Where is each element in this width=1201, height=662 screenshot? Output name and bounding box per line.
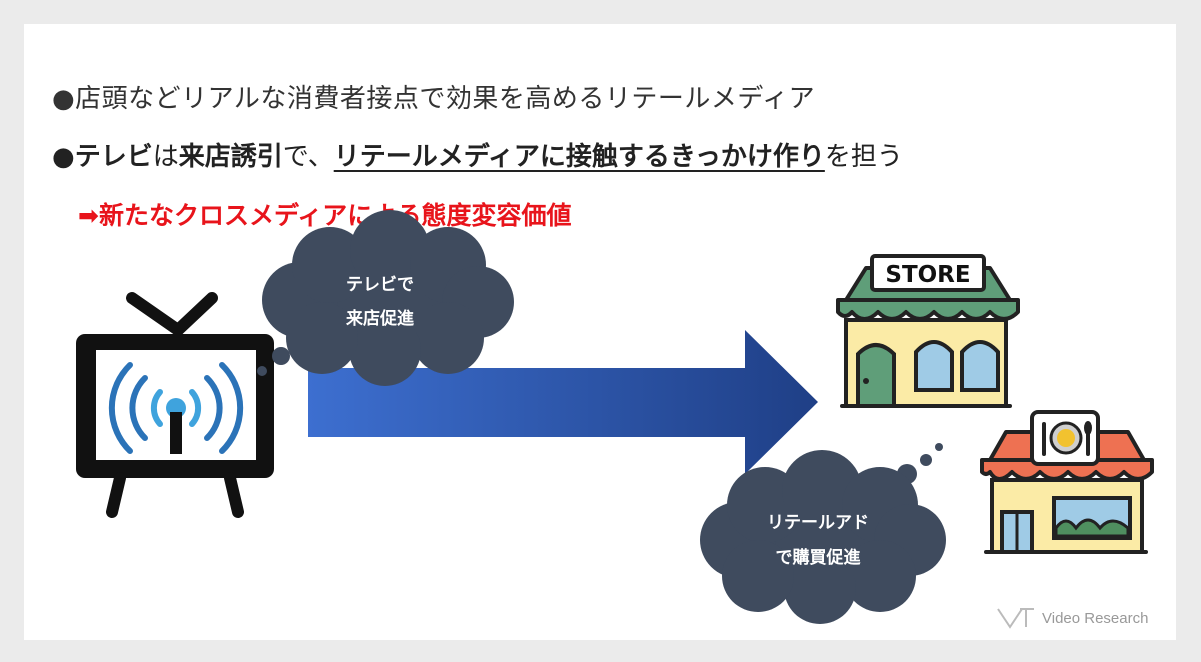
logo-text: Video Research bbox=[1042, 609, 1149, 627]
bubble-tv-line2: 来店促進 bbox=[345, 308, 414, 329]
bullet-tv: テレビ bbox=[74, 142, 153, 172]
bullet-dot: ● bbox=[52, 142, 75, 172]
store-icon: STORE bbox=[836, 254, 1020, 408]
bullet-ninau: を担う bbox=[824, 142, 903, 172]
bullet-tv-role: ●テレビは来店誘引で、リテールメディアに接触するきっかけ作りを担う bbox=[52, 136, 903, 173]
bullet-store-visit: 来店誘引 bbox=[178, 142, 283, 172]
right-arrow bbox=[308, 330, 818, 474]
logo-mark-icon bbox=[997, 608, 1034, 629]
store-sign: STORE bbox=[885, 262, 970, 288]
signal-icon bbox=[108, 362, 244, 454]
spoon-icon bbox=[1084, 421, 1092, 435]
bullet-ha: は bbox=[152, 142, 179, 172]
bullet-trigger: リテールメディアに接触するきっかけ作り bbox=[333, 142, 825, 172]
tv-icon bbox=[76, 292, 274, 518]
bullet-retail-media: ●店頭などリアルな消費者接点で効果を高めるリテールメディア bbox=[52, 84, 816, 114]
bubble-retail-line1: リテールアド bbox=[767, 513, 869, 533]
thought-bubble-tv: テレビで 来店促進 bbox=[257, 210, 514, 386]
bubble-tv-line1: テレビで bbox=[346, 275, 414, 295]
bullet-de: で、 bbox=[282, 142, 334, 172]
restaurant-icon bbox=[980, 410, 1154, 554]
bullet-cross-media-value: ➡新たなクロスメディアによる態度変容価値 bbox=[78, 201, 572, 230]
bubble-retail-line2: で購買促進 bbox=[776, 547, 861, 568]
thought-bubble-retail: リテールアド で購買促進 bbox=[700, 443, 946, 624]
company-logo: Video Research bbox=[996, 603, 1148, 633]
